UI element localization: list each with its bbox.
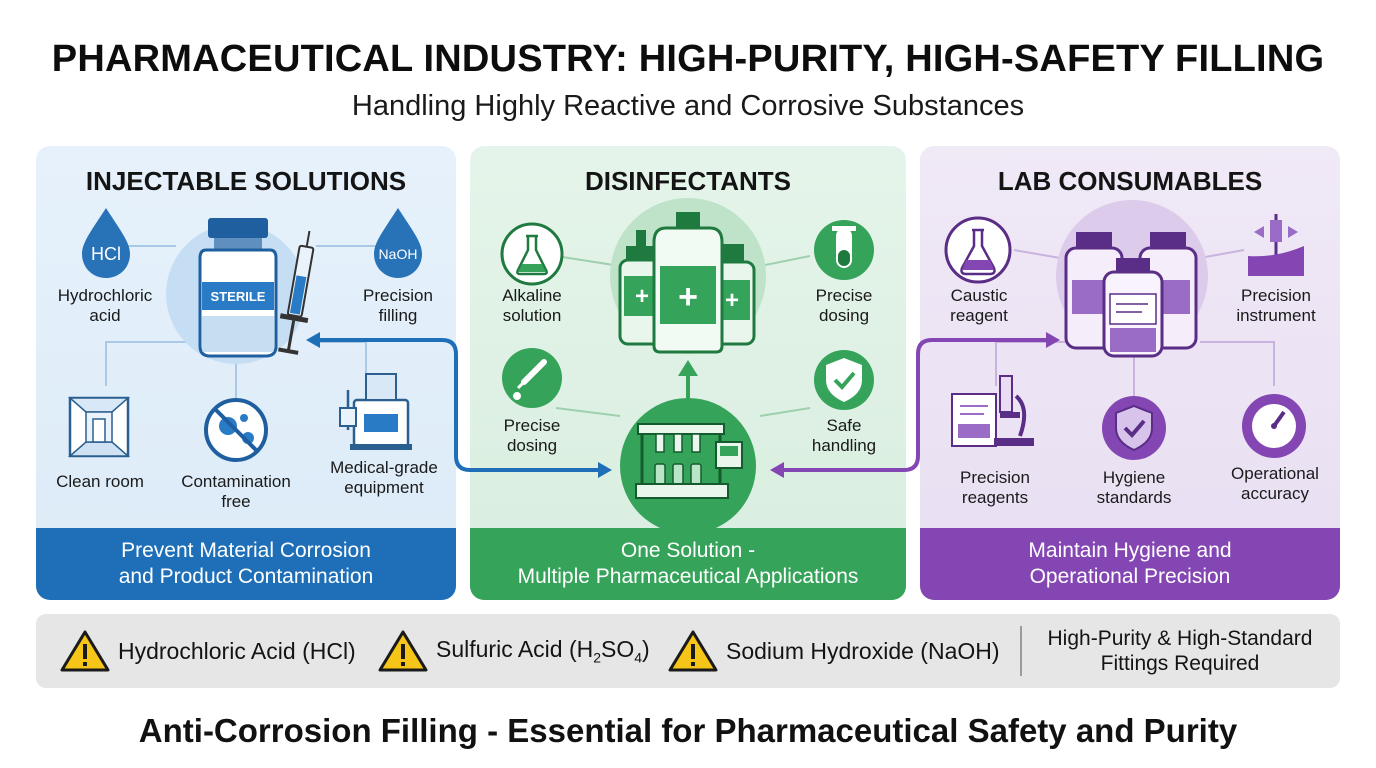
panel-disinfectants: DISINFECTANTS + + + [470, 146, 906, 600]
page-title: PHARMACEUTICAL INDUSTRY: HIGH-PURITY, HI… [51, 38, 1325, 80]
sterile-vial-icon: STERILE [198, 218, 278, 358]
drop-icon: HCl [82, 208, 130, 278]
panel-title: INJECTABLE SOLUTIONS [85, 166, 407, 196]
microscope-icon [951, 375, 1034, 447]
test-tube-icon [814, 220, 874, 280]
label-clean-room: Clean room [56, 472, 144, 491]
instrument-icon [1248, 214, 1304, 276]
panel-injectable-solutions: INJECTABLE SOLUTIONS STERILE [36, 146, 456, 600]
page-subtitle: Handling Highly Reactive and Corrosive S… [351, 90, 1025, 122]
hazard-divider [1020, 626, 1022, 676]
panel-title: DISINFECTANTS [584, 166, 792, 196]
shield-check-icon [1102, 396, 1166, 460]
svg-text:+: + [635, 283, 649, 310]
svg-text:+: + [678, 278, 698, 316]
drop-tag-naoh: NaOH [379, 246, 418, 262]
hazard-item-naoh: Sodium Hydroxide (NaOH) [668, 614, 1000, 688]
reagent-bottles-icon [1064, 232, 1198, 358]
warning-icon [378, 630, 428, 672]
panel-footer-disinfectants: One Solution -Multiple Pharmaceutical Ap… [470, 528, 906, 600]
filling-machine-icon [635, 423, 743, 499]
vial-label: STERILE [211, 289, 266, 304]
panel-lab-consumables: LAB CONSUMABLES [920, 146, 1340, 600]
injectable-illustration: STERILE HCl NaOH [68, 208, 422, 462]
shield-check-icon [814, 350, 874, 410]
gauge-icon [1242, 394, 1306, 458]
machine-icon [339, 373, 412, 450]
footer-title: Anti-Corrosion Filling - Essential for P… [138, 712, 1238, 749]
drop-tag-hcl: HCl [91, 244, 121, 264]
flask-icon [500, 222, 564, 286]
no-germ-icon [204, 398, 268, 462]
panel-title: LAB CONSUMABLES [997, 166, 1263, 196]
lab-illustration [944, 200, 1306, 460]
warning-icon [60, 630, 110, 672]
warning-icon [668, 630, 718, 672]
disinfectant-bottles-icon: + + + [618, 212, 756, 354]
flask-icon [944, 216, 1012, 284]
syringe-icon [278, 230, 315, 355]
disinfectant-illustration: + + + [500, 198, 874, 528]
drop-icon: NaOH [374, 208, 422, 278]
hazard-item-h2so4: Sulfuric Acid (H2SO4) [378, 614, 650, 688]
hazard-item-hcl: Hydrochloric Acid (HCl) [60, 614, 356, 688]
svg-text:+: + [725, 287, 739, 314]
dropper-icon [502, 348, 562, 408]
hazard-bar: Hydrochloric Acid (HCl) Sulfuric Acid (H… [36, 614, 1340, 688]
clean-room-icon [68, 396, 130, 458]
